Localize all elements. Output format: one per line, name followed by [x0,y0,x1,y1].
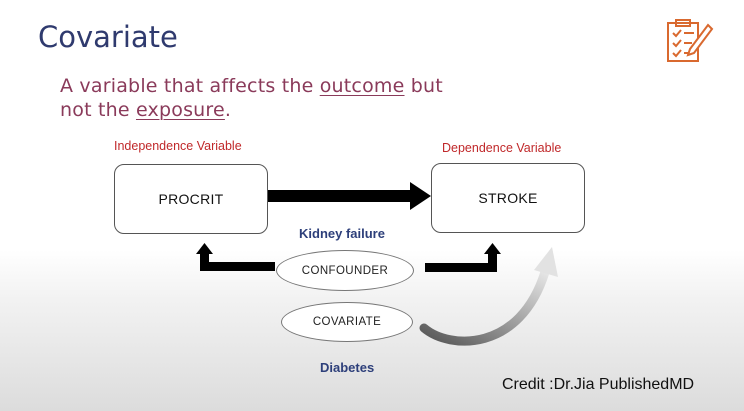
checklist-pen-icon [664,17,714,67]
definition-end: . [224,99,232,121]
exposure-word: exposure [135,99,225,121]
slide-title: Covariate [38,20,178,54]
covariate-ellipse: COVARIATE [281,302,413,342]
definition-part2: but not the [60,75,443,121]
definition-part1: A variable that affects the [60,75,320,97]
independent-variable-label: Independence Variable [114,139,242,153]
dependent-variable-label: Dependence Variable [442,141,562,155]
confounder-example-label: Kidney failure [299,226,385,241]
exposure-outcome-arrow [268,182,431,210]
covariate-example-label: Diabetes [320,360,375,375]
outcome-word: outcome [319,75,405,97]
outcome-box: STROKE [431,163,585,233]
confounder-ellipse: CONFOUNDER [276,250,414,291]
exposure-box: PROCRIT [114,164,268,234]
covariate-to-outcome-arrow [419,247,558,346]
confounder-to-exposure-arrow [196,243,275,271]
credit-text: Credit :Dr.Jia PublishedMD [502,376,695,393]
confounder-to-outcome-arrow [425,243,501,272]
definition-text: A variable that affects the outcome but … [60,74,480,122]
